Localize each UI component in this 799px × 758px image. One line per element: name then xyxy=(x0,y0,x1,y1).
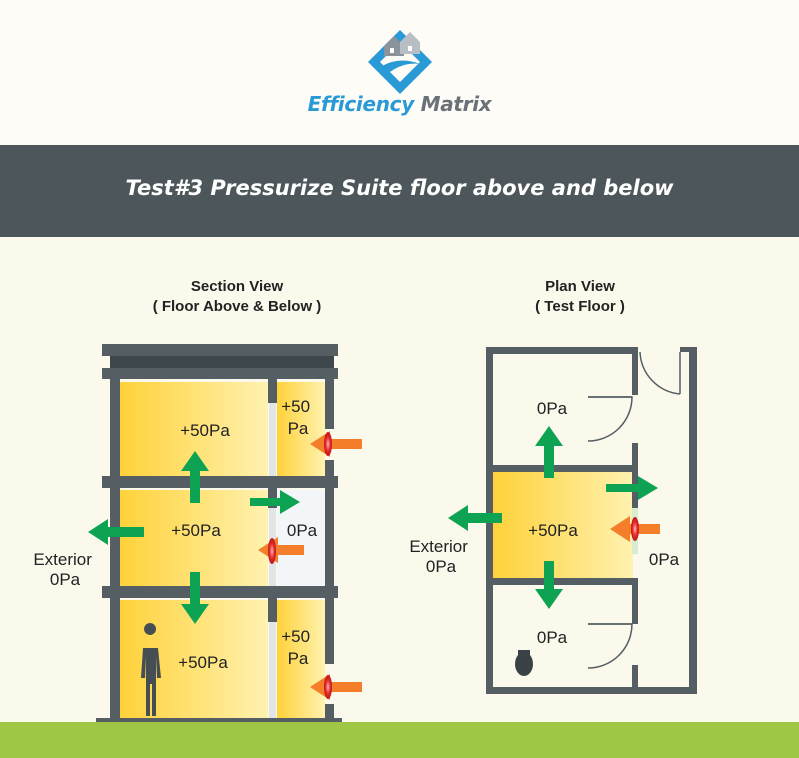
section-view: +50Pa +50 Pa +50Pa 0Pa +50Pa +50 Pa Exte… xyxy=(33,344,362,722)
slab-top xyxy=(102,368,338,379)
green-arrow-right xyxy=(250,490,300,514)
leak-middle xyxy=(268,538,276,564)
left-wall xyxy=(110,379,120,718)
brand-name: Efficiency Matrix xyxy=(307,92,492,116)
plan-green-arrow-right xyxy=(606,476,658,500)
right-wall-bot2 xyxy=(325,704,334,718)
plan-leak xyxy=(631,517,639,541)
ground xyxy=(0,722,799,758)
right-wall-top xyxy=(325,379,334,429)
orange-arrow-top xyxy=(310,431,362,457)
suite-middle-fill xyxy=(120,490,268,586)
plan-view-heading: Plan View ( Test Floor ) xyxy=(535,278,625,315)
plan-room-bottom-pressure: 0Pa xyxy=(537,628,568,647)
orange-arrow-bottom xyxy=(310,674,362,700)
partition-top xyxy=(268,379,277,403)
partition-top-door xyxy=(269,403,276,476)
logo-area: Efficiency Matrix xyxy=(0,0,799,145)
plan-green-arrow-left xyxy=(448,505,502,531)
plan-top-wall xyxy=(486,347,638,354)
roof xyxy=(102,344,338,356)
plan-divider-1 xyxy=(493,465,638,472)
right-wall-mid xyxy=(325,488,334,586)
suite-middle-pressure: +50Pa xyxy=(171,521,221,540)
side-top-pressure: +50 Pa xyxy=(281,397,315,438)
slab-2 xyxy=(102,586,338,598)
plan-partition-a xyxy=(632,347,638,395)
door-swing-corridor xyxy=(639,351,681,395)
plan-divider-2 xyxy=(493,578,638,585)
plan-green-arrow-down xyxy=(535,561,563,609)
leak-top xyxy=(324,432,332,456)
plan-green-arrow-up xyxy=(535,426,563,478)
section-view-heading: Section View ( Floor Above & Below ) xyxy=(152,278,322,315)
partition-bot xyxy=(268,598,277,622)
page-title: Test#3 Pressurize Suite floor above and … xyxy=(125,176,674,200)
roof-slab xyxy=(110,356,334,368)
suite-bottom-pressure: +50Pa xyxy=(178,653,228,672)
plan-partition-c xyxy=(632,578,638,624)
door-swing-bottom xyxy=(587,623,633,669)
slab-1 xyxy=(102,476,338,488)
side-bottom-pressure: +50 Pa xyxy=(281,627,315,668)
plan-partition-d xyxy=(632,665,638,694)
title-bar: Test#3 Pressurize Suite floor above and … xyxy=(0,145,799,237)
plan-view: 0Pa +50Pa 0Pa 0Pa Exterior 0Pa xyxy=(409,347,697,694)
pressure-diagram: +50Pa +50 Pa +50Pa 0Pa +50Pa +50 Pa Exte… xyxy=(33,344,697,722)
plan-room-center-pressure: +50Pa xyxy=(528,521,578,540)
partition-bot-door xyxy=(269,622,276,718)
green-arrow-left xyxy=(88,519,144,545)
efficiency-matrix-logo-icon xyxy=(368,30,432,94)
person-silhouette xyxy=(141,623,161,716)
right-wall-bot xyxy=(325,598,334,664)
plan-exterior-label: Exterior 0Pa xyxy=(409,537,472,576)
right-wall-top2 xyxy=(325,460,334,476)
base-slab xyxy=(96,718,342,722)
side-middle-pressure: 0Pa xyxy=(287,521,318,540)
section-exterior-label: Exterior 0Pa xyxy=(33,550,96,589)
side-top-fill xyxy=(277,382,325,476)
plan-partition-b xyxy=(632,443,638,549)
plan-corridor-pressure: 0Pa xyxy=(649,550,680,569)
suite-top-pressure: +50Pa xyxy=(180,421,230,440)
green-arrow-up xyxy=(181,451,209,503)
door-swing-top xyxy=(587,396,633,442)
side-bottom-fill xyxy=(277,600,325,718)
plan-room-top-pressure: 0Pa xyxy=(537,399,568,418)
plan-corridor-top xyxy=(680,347,697,352)
leak-bottom xyxy=(324,675,332,699)
plan-corridor-wall xyxy=(689,347,697,694)
green-arrow-down xyxy=(181,572,209,624)
plan-bottom-wall xyxy=(486,687,697,694)
